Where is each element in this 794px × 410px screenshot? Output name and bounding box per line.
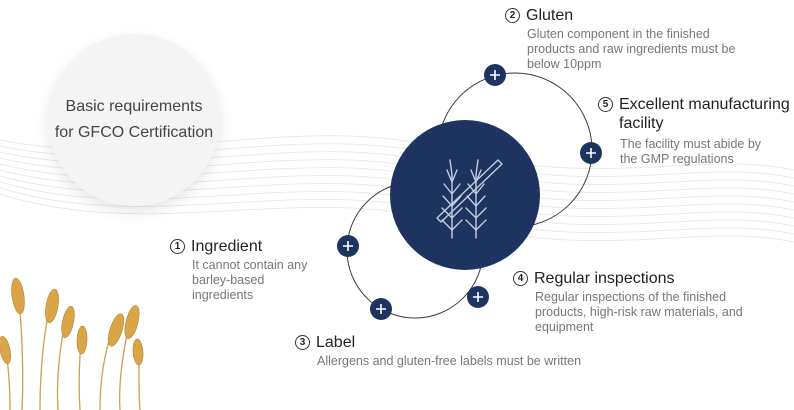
gluten-free-wheat-icon <box>436 159 503 239</box>
item-number: 2 <box>505 8 520 23</box>
plus-node-gluten[interactable] <box>484 64 506 86</box>
plus-icon <box>376 304 386 314</box>
item-inspections: 4 Regular inspections Regular inspection… <box>513 269 765 335</box>
item-description: Regular inspections of the finished prod… <box>535 290 743 334</box>
item-gluten: 2 Gluten Gluten component in the finishe… <box>505 6 747 72</box>
item-title: Excellent manufacturing facility <box>619 96 790 132</box>
plus-icon <box>343 241 353 251</box>
item-ingredient: 1 Ingredient It cannot contain any barle… <box>170 237 312 303</box>
plus-icon <box>586 148 596 158</box>
item-facility: 5 Excellent manufacturing facility The f… <box>598 95 794 167</box>
item-title: Ingredient <box>191 238 263 255</box>
plus-node-facility[interactable] <box>580 142 602 164</box>
item-title: Label <box>316 334 356 351</box>
plus-icon <box>490 70 500 80</box>
item-title: Gluten <box>526 7 574 24</box>
item-label: 3 Label Allergens and gluten-free labels… <box>295 333 637 369</box>
item-title: Regular inspections <box>534 270 675 287</box>
item-number: 3 <box>295 335 310 350</box>
plus-node-inspections[interactable] <box>467 286 489 308</box>
item-number: 5 <box>598 97 613 112</box>
center-circle <box>390 120 540 270</box>
item-number: 4 <box>513 271 528 286</box>
diagram-title: Basic requirements for GFCO Certificatio… <box>54 98 214 141</box>
item-description: The facility must abide by the GMP regul… <box>620 137 762 166</box>
wheat-heads <box>0 277 144 366</box>
item-number: 1 <box>170 239 185 254</box>
item-description: Allergens and gluten-free labels must be… <box>317 354 582 368</box>
plus-node-ingredient[interactable] <box>337 235 359 257</box>
item-description: Gluten component in the finished product… <box>527 27 736 71</box>
plus-node-label[interactable] <box>370 298 392 320</box>
plus-icon <box>473 292 483 302</box>
item-description: It cannot contain any barley-based ingre… <box>192 258 308 302</box>
title-circle: Basic requirements for GFCO Certificatio… <box>48 34 220 206</box>
